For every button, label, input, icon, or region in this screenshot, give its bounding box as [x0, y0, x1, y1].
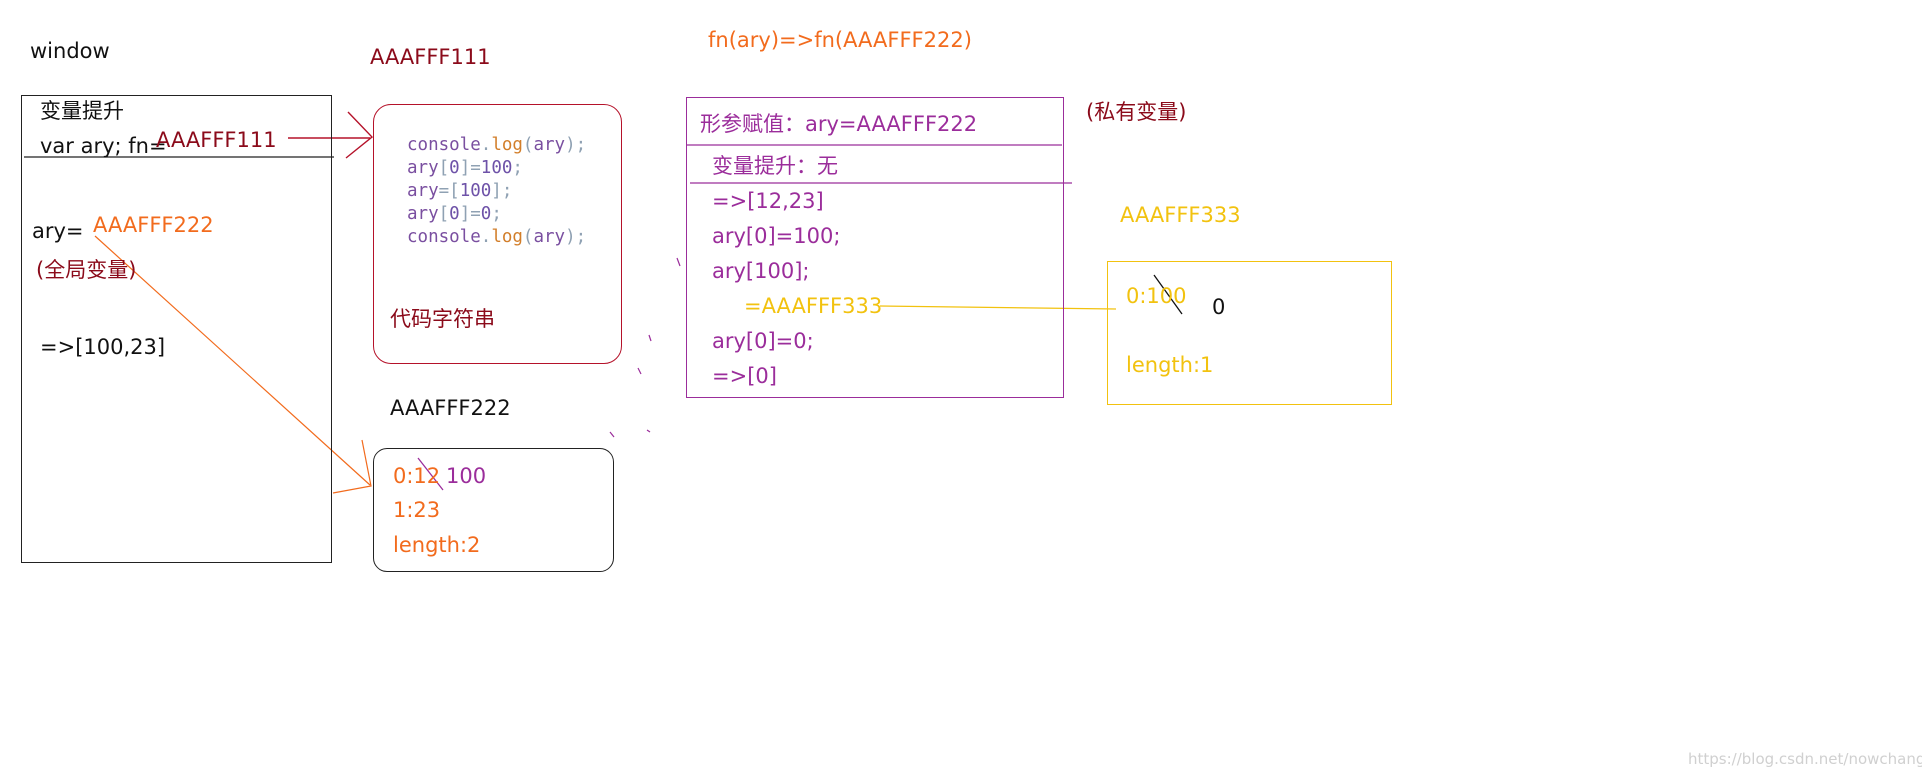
code-string-caption: 代码字符串 — [390, 307, 495, 331]
global-var-note: (全局变量) — [36, 258, 137, 282]
call-step-4: =AAAFFF333 — [744, 294, 883, 318]
array-heap-1-box — [373, 448, 614, 572]
call-context-box — [686, 97, 1064, 398]
private-var-note: (私有变量) — [1086, 100, 1187, 124]
array-1-item1: 1:23 — [393, 498, 441, 522]
param-assign-text: 形参赋值：ary=AAAFFF222 — [700, 112, 978, 136]
watermark: https://blog.csdn.net/nowchange — [1688, 750, 1922, 768]
array-heap-2-box — [1107, 261, 1392, 405]
call-step-3: ary[100]; — [712, 259, 810, 283]
code-string: console.log(ary); ary[0]=100; ary=[100];… — [407, 135, 587, 247]
array-1-item0-new: 100 — [446, 464, 487, 488]
ary-label: ary= — [32, 219, 84, 243]
param-assign-line: 形参赋值：ary=AAAFFF222 — [700, 111, 977, 137]
array-heap-1-address: AAAFFF222 — [390, 396, 511, 420]
array-1-item0: 0:12 — [393, 464, 441, 488]
array-1-length: length:2 — [393, 533, 481, 557]
call-title: fn(ary)=>fn(AAAFFF222) — [708, 28, 972, 52]
array-2-item0: 0:100 — [1126, 284, 1187, 308]
array-heap-2-address: AAAFFF333 — [1120, 203, 1241, 227]
hoist-declaration: var ary; fn= — [40, 134, 167, 158]
hoist-title: 变量提升 — [40, 99, 124, 123]
array-2-item0-new: 0 — [1212, 295, 1226, 319]
array-2-length: length:1 — [1126, 353, 1214, 377]
call-hoist: 变量提升：无 — [712, 154, 838, 178]
global-scope-box — [21, 95, 332, 563]
call-step-1: =>[12,23] — [712, 189, 824, 213]
func-heap-address: AAAFFF111 — [370, 45, 491, 69]
call-step-2: ary[0]=100; — [712, 224, 841, 248]
global-result: =>[100,23] — [40, 335, 166, 359]
call-step-6: =>[0] — [712, 364, 777, 388]
call-step-5: ary[0]=0; — [712, 329, 814, 353]
window-label: window — [30, 39, 110, 63]
fn-ref-address: AAAFFF111 — [156, 128, 277, 152]
func-heap-box — [373, 104, 622, 364]
ary-ref-address: AAAFFF222 — [93, 213, 214, 237]
